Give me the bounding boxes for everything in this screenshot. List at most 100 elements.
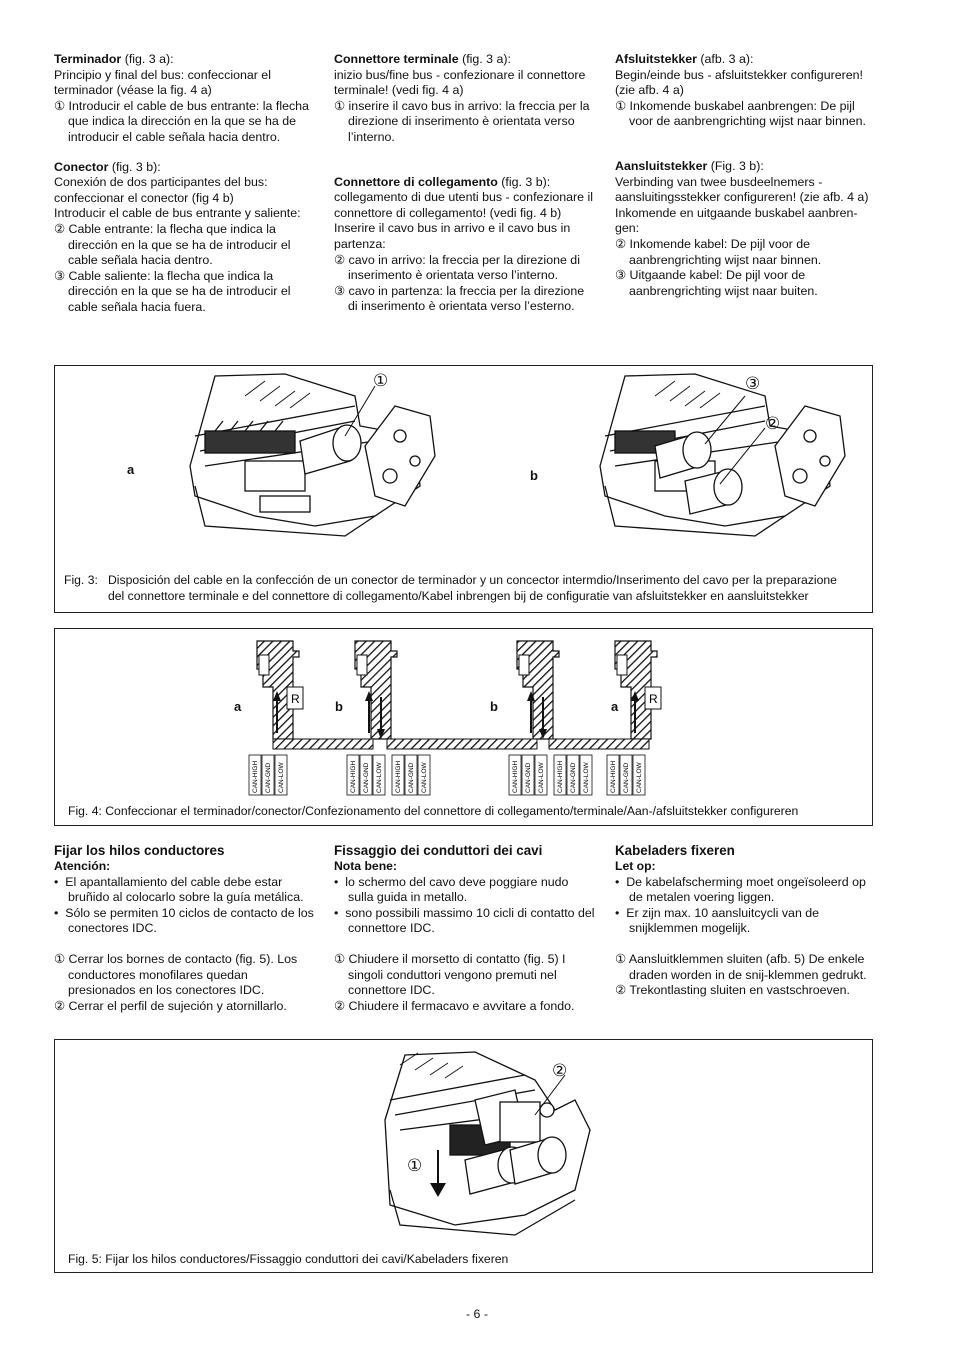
terminal-cell bbox=[404, 754, 418, 796]
body-text: Principio y final del bus: confeccionar … bbox=[54, 67, 271, 98]
fig4-label-b-right: b bbox=[490, 699, 498, 714]
block-terminador: Terminador (fig. 3 a): Principio y final… bbox=[54, 52, 316, 146]
terminal-cell bbox=[372, 754, 386, 796]
column-es-mid: Fijar los hilos conductores Atención: • … bbox=[54, 842, 316, 1014]
block-connettore-collegamento: Connettore di collegamento (fig. 3 b): c… bbox=[334, 175, 596, 315]
note-title: Let op: bbox=[615, 859, 656, 873]
note-title: Nota bene: bbox=[334, 859, 397, 873]
terminal-label: CAN-GND bbox=[525, 762, 532, 793]
step-1: ① Cerrar los bornes de contacto (fig. 5)… bbox=[54, 951, 298, 998]
block-afsluitstekker: Afsluitstekker (afb. 3 a): Begin/einde b… bbox=[615, 52, 877, 130]
terminal-cell bbox=[359, 754, 373, 796]
heading-aansluitstekker: Aansluitstekker bbox=[615, 158, 708, 173]
note-title: Atención: bbox=[54, 859, 111, 873]
fig-ref: (afb. 3 a): bbox=[696, 52, 754, 66]
connector-latch bbox=[356, 654, 368, 676]
heading-terminador: Terminador bbox=[54, 52, 122, 66]
terminal-cell bbox=[417, 754, 431, 796]
fig3-label-b: b bbox=[530, 468, 538, 483]
block-aansluitstekker: Aansluitstekker (Fig. 3 b): Verbinding v… bbox=[615, 159, 877, 299]
arrow-up-icon bbox=[527, 691, 535, 701]
bullet-item: • De kabelafscherming moet ongeïsoleerd … bbox=[615, 874, 866, 905]
body-text: collegamento di due utenti bus - confezi… bbox=[334, 190, 593, 220]
fig4-label-a-left: a bbox=[234, 699, 242, 714]
bullet-item: • lo schermo del cavo deve poggiare nudo… bbox=[334, 874, 569, 905]
bus-cable-segment bbox=[272, 738, 374, 750]
fig5-callout-1: ① bbox=[407, 1156, 423, 1175]
fig3-callout-2: ② bbox=[765, 414, 781, 433]
bullet-item: • Er zijn max. 10 aansluitcycli van de s… bbox=[615, 905, 820, 936]
step-2: ② Cerrar el perfil de sujeción y atornil… bbox=[54, 998, 287, 1013]
figure-3-drawing bbox=[189, 373, 846, 537]
heading-conector: Conector bbox=[54, 159, 109, 174]
connector-drawing-b bbox=[599, 373, 846, 537]
fig4-label-a-right: a bbox=[611, 699, 619, 714]
column-es-top: Terminador (fig. 3 a): Principio y final… bbox=[54, 52, 316, 330]
step-1: ① Inkomende buskabel aanbrengen: De pijl… bbox=[615, 98, 866, 129]
step-3: ③ Uitgaande kabel: De pijl voor de aanbr… bbox=[615, 268, 818, 298]
step-2: ② Cable entrante: la flecha que indica l… bbox=[54, 221, 291, 268]
terminal-label: CAN-HIGH bbox=[350, 761, 357, 793]
fig5-caption: Fig. 5: Fijar los hilos conductores/Fiss… bbox=[68, 1252, 509, 1266]
terminal-cell bbox=[274, 754, 288, 796]
leader-line-1 bbox=[344, 385, 376, 437]
figure-5: ② ① Fig. 5: Fijar los hilos conductores/… bbox=[54, 1039, 873, 1273]
bullet-item: • El apantallamiento del cable debe esta… bbox=[54, 874, 304, 905]
section-title-fissaggio: Fissaggio dei conduttori dei cavi bbox=[334, 843, 543, 858]
fig3-caption-number: Fig. 3: bbox=[64, 573, 98, 587]
terminating-resistor bbox=[644, 686, 662, 710]
bullet-item: • Sólo se permiten 10 ciclos de contacto… bbox=[54, 905, 314, 936]
arrow-up-icon bbox=[631, 691, 639, 701]
terminal-label: CAN-LOW bbox=[538, 761, 545, 793]
terminal-label: CAN-HIGH bbox=[557, 761, 564, 793]
terminal-cell bbox=[391, 754, 405, 796]
column-nl-mid: Kabeladers fixeren Let op: • De kabelafs… bbox=[615, 842, 877, 999]
connector-latch bbox=[616, 654, 628, 676]
column-it-mid: Fissaggio dei conduttori dei cavi Nota b… bbox=[334, 842, 596, 1014]
arrow-down-icon bbox=[539, 729, 547, 739]
step-1: ① Chiudere il morsetto di contatto (fig.… bbox=[334, 951, 566, 998]
step-1: ① inserire il cavo bus in arrivo: la fre… bbox=[334, 98, 590, 144]
fig3-callout-1: ① bbox=[373, 371, 389, 390]
terminal-label: CAN-HIGH bbox=[395, 761, 402, 793]
bus-cable-segment bbox=[548, 738, 650, 750]
fig4-caption: Fig. 4: Confeccionar el terminador/conec… bbox=[68, 804, 799, 818]
terminal-cell bbox=[346, 754, 360, 796]
body-text: Inkomende en uitgaande buskabel aanbren-… bbox=[615, 205, 858, 236]
step-2: ② Chiudere il fermacavo e avvitare a fon… bbox=[334, 998, 575, 1013]
terminal-label: CAN-GND bbox=[265, 762, 272, 793]
terminal-label: CAN-HIGH bbox=[610, 761, 617, 793]
column-nl-top: Afsluitstekker (afb. 3 a): Begin/einde b… bbox=[615, 52, 877, 313]
bus-cable-segment bbox=[386, 738, 538, 750]
section-title-fijar: Fijar los hilos conductores bbox=[54, 843, 225, 858]
fig4-label-b-left: b bbox=[335, 699, 343, 714]
terminal-label: CAN-GND bbox=[570, 762, 577, 793]
arrow-up-icon bbox=[365, 691, 373, 701]
fig3-caption-line1: Disposición del cable en la confección d… bbox=[108, 573, 837, 587]
terminal-cell bbox=[553, 754, 567, 796]
terminal-label: CAN-LOW bbox=[421, 761, 428, 793]
arrow-down-icon bbox=[377, 729, 385, 739]
body-text: Verbinding van twee busdeelnemers - aans… bbox=[615, 174, 869, 205]
step-2: ② cavo in arrivo: la freccia per la dire… bbox=[334, 252, 580, 283]
resistor-label: R bbox=[291, 692, 300, 706]
step-3: ③ Cable saliente: la flecha que indica l… bbox=[54, 268, 291, 314]
terminal-label: CAN-GND bbox=[363, 762, 370, 793]
body-text: Begin/einde bus - afsluitstekker configu… bbox=[615, 67, 863, 98]
arrow-up-icon bbox=[273, 691, 281, 701]
figure-3: a b ① ③ ② Fig. 3: Disposición del cable … bbox=[54, 365, 873, 613]
terminal-cell bbox=[566, 754, 580, 796]
block-conector: Conector (fig. 3 b): Conexión de dos par… bbox=[54, 160, 316, 316]
connector-latch bbox=[518, 654, 530, 676]
column-it-top: Connettore terminale (fig. 3 a): inizio … bbox=[334, 52, 596, 329]
fig3-caption-line2: del connettore terminale e del connettor… bbox=[108, 589, 809, 603]
heading-connettore-collegamento: Connettore di collegamento bbox=[334, 174, 498, 189]
fig-ref: (fig. 3 b): bbox=[108, 159, 161, 174]
bullet-item: • sono possibili massimo 10 cicli di con… bbox=[334, 905, 595, 936]
terminal-label: CAN-LOW bbox=[583, 761, 590, 793]
